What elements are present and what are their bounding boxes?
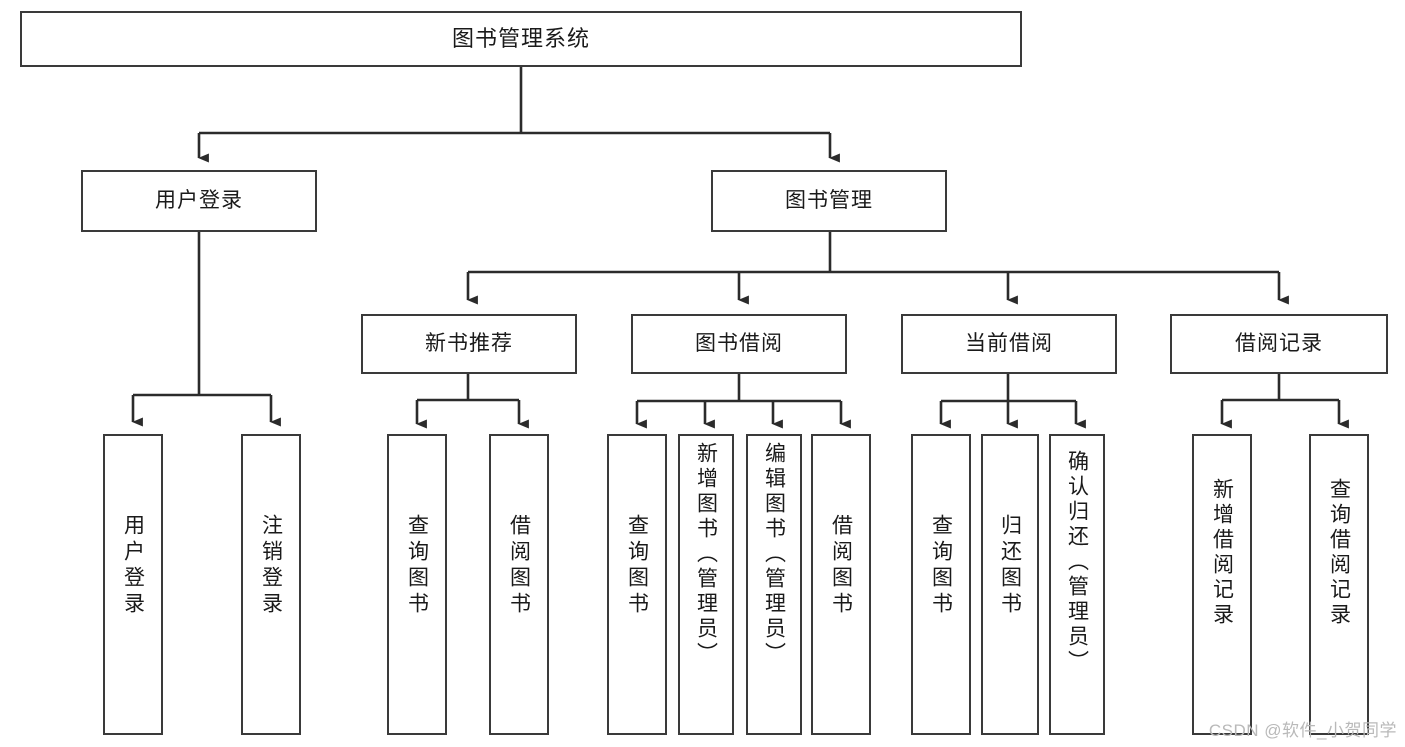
leaf-logout-label: 注销登录 bbox=[259, 514, 283, 618]
node-book-borrow[interactable]: 图书借阅 bbox=[631, 314, 847, 374]
leaf-user-login-label: 用户登录 bbox=[121, 514, 145, 618]
leaf-add-record[interactable]: 新增借阅记录 bbox=[1192, 434, 1252, 735]
leaf-confirm-return-label: 确认归还（管理员） bbox=[1065, 450, 1089, 675]
node-new-book-recommend[interactable]: 新书推荐 bbox=[361, 314, 577, 374]
leaf-query-book-a[interactable]: 查询图书 bbox=[387, 434, 447, 735]
node-borrow-record-label: 借阅记录 bbox=[1235, 331, 1323, 355]
leaf-user-login[interactable]: 用户登录 bbox=[103, 434, 163, 735]
leaf-query-record[interactable]: 查询借阅记录 bbox=[1309, 434, 1369, 735]
leaf-return-book[interactable]: 归还图书 bbox=[981, 434, 1039, 735]
node-book-manage-label: 图书管理 bbox=[785, 188, 873, 212]
leaf-edit-book-label: 编辑图书（管理员） bbox=[762, 442, 786, 667]
node-root-label: 图书管理系统 bbox=[451, 26, 590, 52]
leaf-query-book-a-label: 查询图书 bbox=[405, 514, 429, 618]
node-root[interactable]: 图书管理系统 bbox=[20, 11, 1022, 67]
leaf-logout[interactable]: 注销登录 bbox=[241, 434, 301, 735]
leaf-add-book-label: 新增图书（管理员） bbox=[694, 442, 718, 667]
node-current-borrow-label: 当前借阅 bbox=[965, 331, 1053, 355]
leaf-add-record-label: 新增借阅记录 bbox=[1210, 478, 1234, 628]
leaf-return-book-label: 归还图书 bbox=[998, 514, 1022, 618]
leaf-query-book-b[interactable]: 查询图书 bbox=[607, 434, 667, 735]
leaf-borrow-book-a-label: 借阅图书 bbox=[507, 514, 531, 618]
node-book-borrow-label: 图书借阅 bbox=[695, 331, 783, 355]
leaf-borrow-book-b[interactable]: 借阅图书 bbox=[811, 434, 871, 735]
leaf-confirm-return[interactable]: 确认归还（管理员） bbox=[1049, 434, 1105, 735]
node-book-manage[interactable]: 图书管理 bbox=[711, 170, 947, 232]
node-current-borrow[interactable]: 当前借阅 bbox=[901, 314, 1117, 374]
leaf-add-book[interactable]: 新增图书（管理员） bbox=[678, 434, 734, 735]
leaf-query-book-c-label: 查询图书 bbox=[929, 514, 953, 618]
leaf-query-book-b-label: 查询图书 bbox=[625, 514, 649, 618]
node-user-login[interactable]: 用户登录 bbox=[81, 170, 317, 232]
node-user-login-label: 用户登录 bbox=[155, 188, 243, 212]
leaf-borrow-book-b-label: 借阅图书 bbox=[829, 514, 853, 618]
node-borrow-record[interactable]: 借阅记录 bbox=[1170, 314, 1388, 374]
csdn-watermark: CSDN @软件_小贺同学 bbox=[1208, 721, 1397, 740]
leaf-query-record-label: 查询借阅记录 bbox=[1327, 478, 1351, 628]
leaf-edit-book[interactable]: 编辑图书（管理员） bbox=[746, 434, 802, 735]
leaf-query-book-c[interactable]: 查询图书 bbox=[911, 434, 971, 735]
node-new-book-recommend-label: 新书推荐 bbox=[425, 331, 513, 355]
leaf-borrow-book-a[interactable]: 借阅图书 bbox=[489, 434, 549, 735]
